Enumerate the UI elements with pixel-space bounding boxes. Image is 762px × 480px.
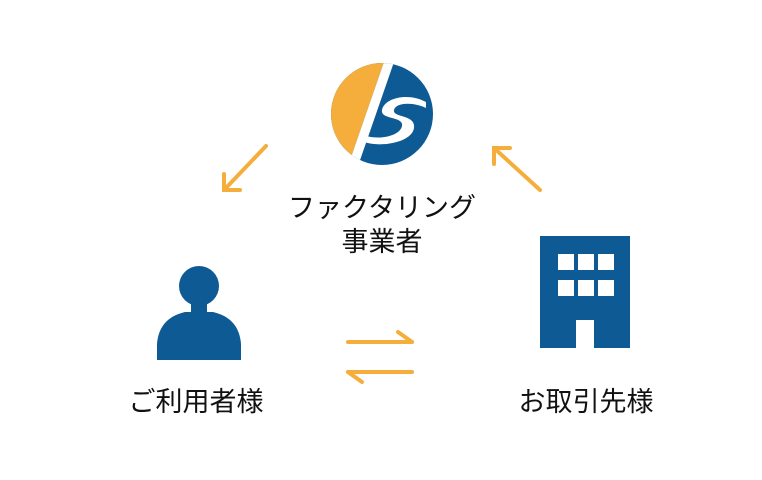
factoring-company-name-line2: 事業者 bbox=[341, 227, 423, 258]
arrow-client-to-user-icon bbox=[346, 370, 414, 384]
arrow-to-user-icon bbox=[222, 144, 268, 192]
arrow-user-to-client-icon bbox=[346, 330, 414, 344]
factoring-company-name-line1: ファクタリング bbox=[288, 193, 476, 224]
user-label: ご利用者様 bbox=[128, 387, 264, 418]
person-icon bbox=[157, 266, 241, 360]
building-icon bbox=[540, 236, 630, 348]
factoring-logo-icon bbox=[331, 63, 433, 165]
factoring-company-label: ファクタリング 事業者 bbox=[262, 192, 502, 260]
client-label: お取引先様 bbox=[518, 387, 654, 418]
arrow-to-factoring-icon bbox=[492, 146, 542, 192]
